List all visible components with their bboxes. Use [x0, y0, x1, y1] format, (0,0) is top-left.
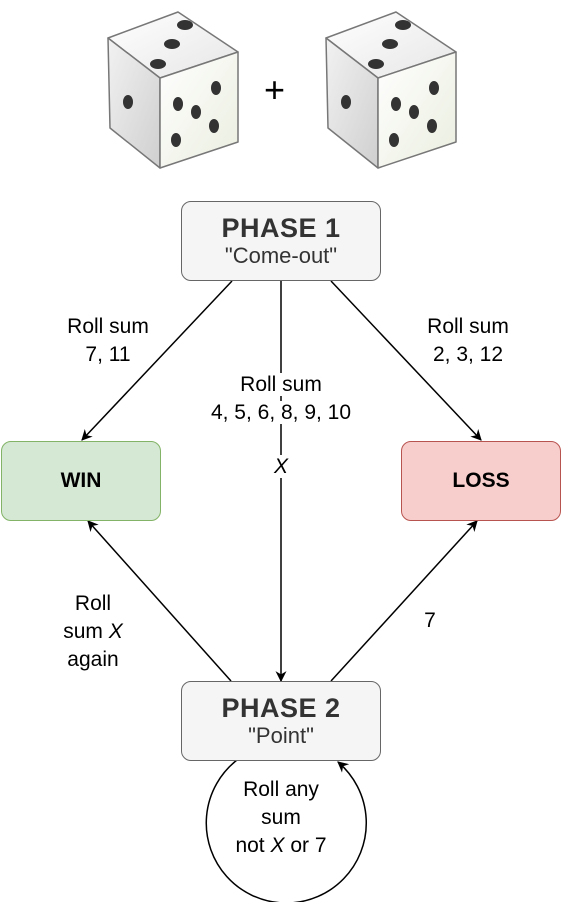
edge-label-text: sum — [63, 620, 109, 643]
variable-x: X — [273, 455, 288, 478]
edge-label-variable-x: X — [261, 453, 301, 481]
edge-label-line: sum — [261, 806, 301, 829]
edge-phase2-to-win — [87, 520, 232, 682]
edge-phase2-to-loss — [330, 520, 478, 682]
edge-label-line: Roll sum — [240, 373, 322, 396]
phase1-subtitle: "Come-out" — [224, 243, 338, 268]
edge-label-line: again — [67, 648, 119, 671]
edge-phase1-to-loss — [330, 280, 482, 441]
edge-label-phase1-win: Roll sum 7, 11 — [48, 313, 168, 369]
win-label: WIN — [60, 469, 102, 492]
plus-sign: + — [264, 69, 286, 110]
edge-label-line: 7, 11 — [85, 343, 131, 366]
variable-x: X — [108, 620, 123, 643]
edge-label-line: 2, 3, 12 — [432, 343, 504, 366]
phase1-node: PHASE 1 "Come-out" — [181, 201, 381, 281]
edge-phase1-to-win — [81, 280, 233, 441]
edge-label-line: 4, 5, 6, 8, 9, 10 — [210, 401, 352, 424]
loss-label: LOSS — [452, 469, 510, 492]
edge-label-line: Roll sum — [427, 315, 509, 338]
edge-label-phase1-loss: Roll sum 2, 3, 12 — [408, 313, 528, 369]
edge-label-text: or 7 — [284, 834, 327, 857]
edge-label-text: not — [235, 834, 271, 857]
edge-label-phase2-win: Roll sum X again — [38, 590, 148, 674]
edge-label-phase2-loss: 7 — [410, 607, 450, 635]
edge-phase2-self-loop — [205, 759, 367, 902]
phase2-title: PHASE 2 — [221, 693, 341, 723]
edge-label-line: Roll any — [243, 778, 319, 801]
edge-label-line: Roll — [74, 592, 112, 615]
edge-label-line: Roll sum — [67, 315, 149, 338]
die-right-icon — [325, 11, 457, 169]
phase1-title: PHASE 1 — [221, 213, 341, 243]
win-node: WIN — [1, 441, 161, 521]
loss-node: LOSS — [401, 441, 561, 521]
phase2-node: PHASE 2 "Point" — [181, 681, 381, 761]
edge-label-phase1-phase2: Roll sum 4, 5, 6, 8, 9, 10 — [181, 371, 381, 427]
edge-label-text: 7 — [424, 609, 436, 632]
phase2-subtitle: "Point" — [248, 723, 314, 748]
edge-label-phase2-self: Roll any sum not X or 7 — [206, 776, 356, 860]
variable-x: X — [270, 834, 285, 857]
die-left-icon — [107, 11, 239, 169]
